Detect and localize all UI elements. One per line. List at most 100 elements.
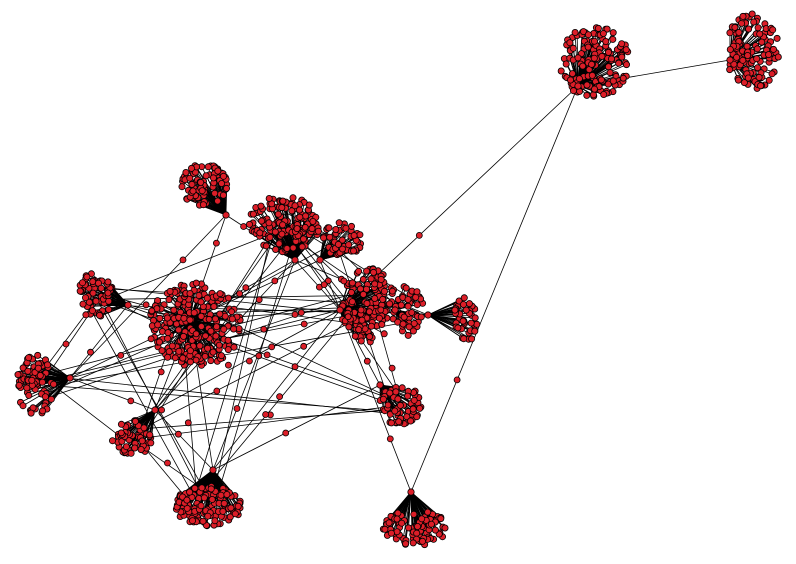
leaf-node — [245, 220, 253, 228]
leaf-node — [319, 234, 327, 242]
leaf-node — [117, 420, 125, 428]
leaf-node — [462, 306, 470, 314]
leaf-node — [208, 495, 216, 503]
leaf-node — [25, 391, 33, 399]
leaf-node — [76, 287, 84, 295]
edge — [87, 291, 397, 401]
bridge-node — [388, 364, 396, 372]
leaf-node — [216, 310, 224, 318]
leaf-node — [168, 342, 176, 350]
leaf-node — [393, 515, 401, 523]
leaf-node — [164, 329, 172, 337]
hub-node — [424, 311, 432, 319]
leaf-node — [726, 66, 734, 74]
bridge-node — [228, 308, 236, 316]
bridge-node — [276, 393, 284, 401]
leaf-node — [34, 351, 42, 359]
leaf-node — [38, 378, 46, 386]
hub-node — [336, 306, 344, 314]
leaf-node — [305, 201, 313, 209]
leaf-node — [204, 512, 212, 520]
leaf-node — [413, 288, 421, 296]
bridge-node — [262, 411, 270, 418]
bridge-node — [202, 332, 209, 340]
leaf-node — [471, 327, 479, 335]
leaf-node — [47, 395, 55, 403]
leaf-node — [154, 321, 162, 329]
leaf-node — [82, 311, 90, 319]
bridge-node — [117, 351, 125, 359]
leaf-node — [146, 431, 154, 439]
leaf-node — [207, 357, 215, 365]
bridge-node — [215, 341, 223, 349]
edge — [214, 304, 358, 325]
bridge-node — [213, 387, 221, 395]
edge — [28, 383, 407, 413]
leaf-node — [363, 267, 371, 275]
leaf-node — [39, 407, 47, 415]
hub-node — [407, 488, 415, 496]
leaf-node — [44, 361, 52, 369]
leaf-node — [575, 75, 583, 83]
leaf-node — [24, 367, 32, 375]
leaf-node — [566, 39, 574, 47]
edge — [95, 298, 406, 410]
edge — [212, 309, 341, 471]
leaf-node — [622, 46, 630, 54]
leaf-node — [591, 85, 599, 93]
bridge-node — [300, 320, 308, 328]
leaf-node — [748, 10, 756, 18]
leaf-node — [417, 313, 425, 321]
leaf-node — [418, 537, 426, 545]
leaf-node — [584, 31, 592, 39]
leaf-node — [356, 285, 364, 293]
leaf-node — [387, 529, 395, 537]
leaf-node — [212, 332, 220, 340]
leaf-node — [599, 29, 607, 37]
leaf-node — [302, 212, 310, 220]
leaf-node — [467, 319, 475, 327]
leaf-node — [197, 178, 205, 186]
bridge-node — [255, 352, 263, 360]
leaf-node — [465, 300, 473, 308]
edge — [183, 344, 199, 509]
leaf-node — [409, 405, 417, 413]
leaf-node — [197, 298, 205, 306]
bridge-node — [205, 315, 213, 323]
leaf-node — [351, 332, 359, 340]
hub-node — [222, 211, 230, 219]
bridge-node — [87, 348, 94, 356]
leaf-node — [326, 233, 334, 241]
leaf-node — [371, 280, 379, 288]
leaf-node — [608, 55, 616, 63]
leaf-node — [398, 384, 406, 392]
leaf-node — [207, 485, 215, 493]
leaf-node — [179, 354, 187, 362]
bridge-node — [324, 277, 332, 285]
leaf-node — [164, 334, 172, 342]
leaf-node — [404, 302, 412, 310]
leaf-node — [256, 229, 264, 237]
leaf-node — [224, 336, 232, 344]
leaf-node — [209, 174, 217, 182]
edge — [69, 377, 156, 411]
leaf-node — [416, 404, 424, 412]
leaf-node — [262, 242, 270, 250]
leaf-node — [399, 320, 407, 328]
leaf-node — [379, 295, 387, 303]
bridge-node — [619, 74, 627, 82]
leaf-node — [158, 327, 166, 335]
bridge-node — [225, 294, 232, 302]
leaf-node — [356, 231, 364, 239]
leaf-node — [348, 279, 356, 287]
leaf-node — [217, 491, 225, 499]
leaf-node — [404, 392, 412, 400]
leaf-node — [403, 413, 411, 421]
bridge-node — [291, 363, 299, 371]
bridge-node — [263, 351, 271, 359]
bridge-node — [233, 405, 241, 412]
edge — [135, 319, 355, 433]
leaf-node — [594, 24, 602, 32]
leaf-node — [195, 291, 203, 299]
leaf-node — [137, 445, 145, 453]
